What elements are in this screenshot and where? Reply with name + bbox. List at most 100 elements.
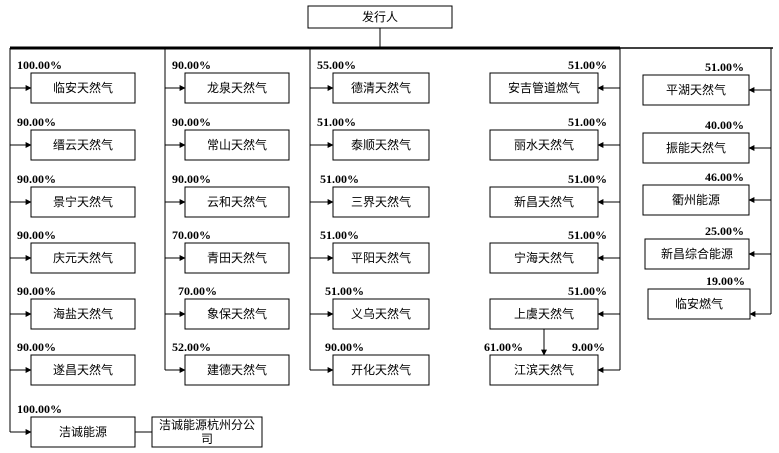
- col3-pct-1: 51.00%: [317, 115, 356, 129]
- col1-entity-6-label: 洁诚能源: [59, 425, 107, 439]
- col4-entity-4: 上虞天然气: [489, 298, 599, 330]
- col2-entity-5-label: 建德天然气: [207, 362, 267, 377]
- root-node: 发行人: [307, 5, 453, 29]
- col4-entity-3: 宁海天然气: [489, 242, 599, 274]
- col1-entity-1-box: [30, 129, 136, 161]
- col3-entity-2-box: [332, 186, 430, 218]
- col1-pct-4: 90.00%: [17, 284, 56, 298]
- col5-pct-3: 25.00%: [705, 224, 744, 238]
- col3-entity-3: 平阳天然气: [332, 242, 430, 274]
- col4-entity-0: 安吉管道燃气: [489, 72, 599, 104]
- col5-entity-4-label: 临安燃气: [675, 296, 723, 311]
- col5-entity-1-box: [642, 132, 750, 164]
- col2-entity-2-box: [184, 186, 290, 218]
- col2-entity-3: 青田天然气: [184, 242, 290, 274]
- col5-entity-3-box: [644, 238, 750, 270]
- ownership-percentages: 100.00% 90.00% 90.00% 90.00% 90.00% 90.00% 100…: [17, 58, 745, 416]
- col5-pct-4: 19.00%: [706, 274, 745, 288]
- col1-entity-4-box: [30, 298, 136, 330]
- col5-pct-2: 46.00%: [705, 170, 744, 184]
- col1-entity-0: 临安天然气: [30, 72, 136, 104]
- col5-pct-0: 51.00%: [705, 60, 744, 74]
- col5-entity-0-label: 平湖天然气: [666, 82, 726, 97]
- col3-entity-1: 泰顺天然气: [332, 129, 430, 161]
- col4-pct-0: 51.00%: [568, 58, 607, 72]
- col1-entity-5: 遂昌天然气: [30, 354, 136, 386]
- col4-entity-3-label: 宁海天然气: [514, 250, 574, 265]
- col2-entity-1-box: [184, 129, 290, 161]
- col2-entity-2: 云和天然气: [184, 186, 290, 218]
- col2-entity-1: 常山天然气: [184, 129, 290, 161]
- col4-entity-0-label: 安吉管道燃气: [508, 80, 580, 95]
- branch-node: 洁诚能源杭州分公司: [151, 416, 263, 448]
- col2-entity-3-box: [184, 242, 290, 274]
- col3-entity-0: 德清天然气: [332, 72, 430, 104]
- col5-entity-1: 振能天然气: [642, 132, 750, 164]
- col3-pct-3: 51.00%: [320, 228, 359, 242]
- col2-entity-3-label: 青田天然气: [207, 250, 267, 265]
- col4-entity-4-box: [489, 298, 599, 330]
- col5-pct-1: 40.00%: [705, 118, 744, 132]
- col1-entity-4: 海盐天然气: [30, 298, 136, 330]
- col4-entity-5-label: 江滨天然气: [514, 362, 574, 377]
- col4-entity-1-label: 丽水天然气: [514, 137, 574, 152]
- col1-entity-1-label: 缙云天然气: [53, 137, 113, 152]
- col3-entity-0-label: 德清天然气: [351, 80, 411, 95]
- col2-pct-5: 52.00%: [172, 340, 211, 354]
- col3-entity-4: 义乌天然气: [332, 298, 430, 330]
- col2-entity-0: 龙泉天然气: [184, 72, 290, 104]
- col5-entity-2-box: [642, 184, 750, 216]
- col2-entity-4-box: [184, 298, 290, 330]
- root-label: 发行人: [362, 9, 398, 24]
- col1-entity-5-label: 遂昌天然气: [53, 362, 113, 377]
- col3-entity-3-box: [332, 242, 430, 274]
- col1-entity-5-box: [30, 354, 136, 386]
- col3-entity-5-box: [332, 354, 430, 386]
- col1-pct-0: 100.00%: [17, 58, 62, 72]
- col3-entity-0-box: [332, 72, 430, 104]
- col1-pct-3: 90.00%: [17, 228, 56, 242]
- col2-entity-2-label: 云和天然气: [207, 194, 267, 209]
- col2-entity-4-label: 象保天然气: [207, 306, 267, 321]
- col3-entity-5: 开化天然气: [332, 354, 430, 386]
- col5-entity-3-label: 新昌综合能源: [661, 246, 733, 261]
- col3-entity-4-box: [332, 298, 430, 330]
- col1-entity-0-box: [30, 72, 136, 104]
- col4-pct-5: 9.00%: [572, 340, 605, 354]
- col2-entity-4: 象保天然气: [184, 298, 290, 330]
- col3-entity-3-label: 平阳天然气: [351, 250, 411, 265]
- col4-entity-5-box: [489, 354, 599, 386]
- col3-entity-2-label: 三界天然气: [351, 194, 411, 209]
- connector-lines: [9, 28, 773, 435]
- col2-pct-4: 70.00%: [178, 284, 217, 298]
- col5-entity-2: 衢州能源: [642, 184, 750, 216]
- col4-entity-0-box: [489, 72, 599, 104]
- col3-entity-2: 三界天然气: [332, 186, 430, 218]
- col1-entity-2-label: 景宁天然气: [53, 194, 113, 209]
- col1-pct-1: 90.00%: [17, 115, 56, 129]
- col2-entity-1-label: 常山天然气: [207, 137, 267, 152]
- col5-entity-4: 临安燃气: [647, 288, 751, 320]
- col2-entity-5-box: [184, 354, 290, 386]
- col4-pct-1: 51.00%: [568, 115, 607, 129]
- col5-entity-0-box: [642, 74, 750, 106]
- col3-pct-4: 51.00%: [325, 284, 364, 298]
- col1-pct-2: 90.00%: [17, 172, 56, 186]
- col4-entity-1: 丽水天然气: [489, 129, 599, 161]
- col4-entity-2-box: [489, 186, 599, 218]
- branch-node-label: 洁诚能源杭州分公司: [159, 417, 255, 446]
- col3-entity-1-label: 泰顺天然气: [351, 137, 411, 152]
- col3-pct-0: 55.00%: [317, 58, 356, 72]
- col1-entity-4-label: 海盐天然气: [53, 306, 113, 321]
- col1-entity-3: 庆元天然气: [30, 242, 136, 274]
- col2-pct-2: 90.00%: [172, 172, 211, 186]
- col1-pct-6: 100.00%: [17, 402, 62, 416]
- col3-entity-5-label: 开化天然气: [351, 362, 411, 377]
- col3-entity-4-label: 义乌天然气: [351, 306, 411, 321]
- col4-entity-1-box: [489, 129, 599, 161]
- col5-entity-0: 平湖天然气: [642, 74, 750, 106]
- col4-entity-3-box: [489, 242, 599, 274]
- col1-entity-6-box: [30, 416, 136, 448]
- col4-entity-2-label: 新昌天然气: [514, 194, 574, 209]
